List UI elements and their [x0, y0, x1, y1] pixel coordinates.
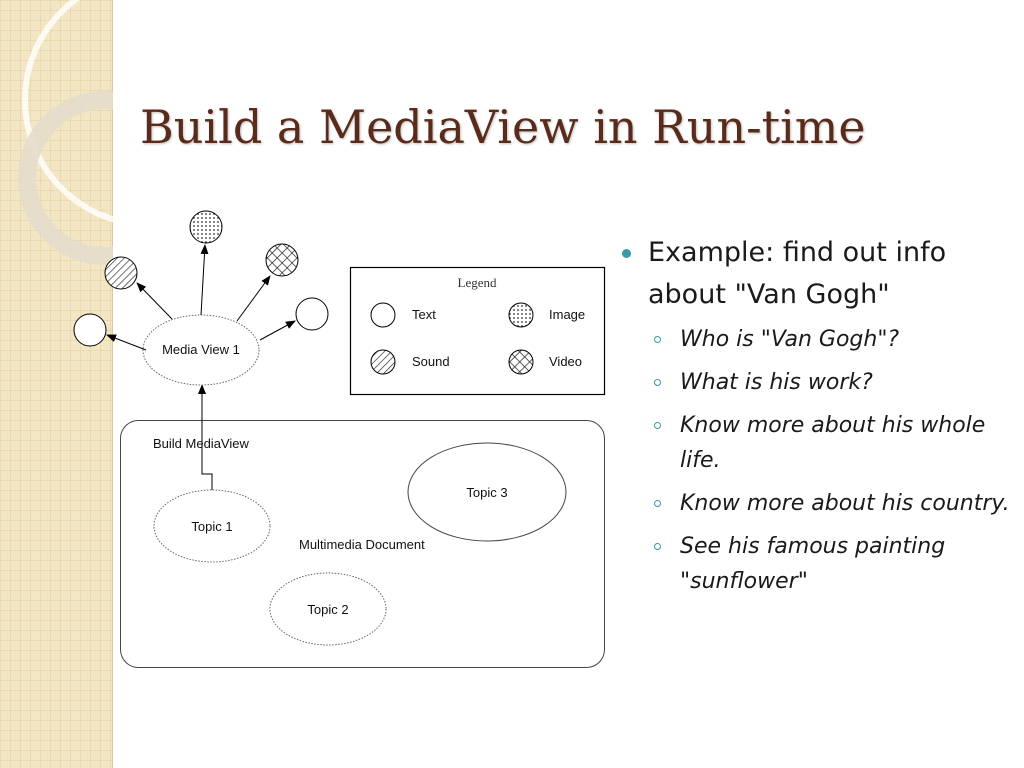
- multimedia-document-box: [120, 420, 605, 668]
- legend-sound-symbol: [370, 349, 396, 375]
- topic-1-node: [153, 489, 271, 563]
- sub-bullet-circle-icon: [654, 422, 661, 429]
- legend-box: [349, 266, 606, 396]
- topic-3-label: Topic 3: [466, 485, 507, 500]
- sub-bullet-list: Who is "Van Gogh"? What is his work? Kno…: [620, 322, 1015, 599]
- bullet-list: Example: find out info about "Van Gogh" …: [620, 232, 1015, 607]
- topic-2-node: [269, 572, 387, 646]
- main-bullet: Example: find out info about "Van Gogh": [620, 232, 1015, 316]
- multimedia-document-label: Multimedia Document: [299, 537, 425, 552]
- sub-bullet: Know more about his whole life.: [620, 408, 1015, 478]
- video-media-node: [265, 243, 299, 277]
- sound-media-node: [104, 256, 138, 290]
- sub-bullet-text: Know more about his country.: [680, 491, 1010, 516]
- sub-bullet: See his famous painting "sunflower": [620, 529, 1015, 599]
- arrow-to-video: [236, 275, 271, 322]
- legend-image-label: Image: [549, 307, 585, 322]
- legend-sound-label: Sound: [412, 354, 450, 369]
- image-media-node: [189, 210, 223, 244]
- legend-text-symbol: [370, 302, 396, 328]
- arrow-to-text: [106, 334, 147, 351]
- sub-bullet-circle-icon: [654, 543, 661, 550]
- sub-bullet-circle-icon: [654, 379, 661, 386]
- sub-bullet-text: What is his work?: [680, 370, 873, 395]
- legend-video-label: Video: [549, 354, 582, 369]
- media-view-label: Media View 1: [162, 342, 240, 357]
- text-media-node: [73, 313, 107, 347]
- build-mediaview-label: Build MediaView: [153, 436, 249, 451]
- arrow-to-image: [200, 244, 209, 316]
- sub-bullet-text: Who is "Van Gogh"?: [680, 327, 900, 352]
- bullet-dot-icon: [622, 249, 631, 258]
- sub-bullet: What is his work?: [620, 365, 1015, 400]
- legend-title: Legend: [458, 275, 497, 290]
- arrow-to-sound: [136, 282, 173, 320]
- main-bullet-text: Example: find out info about "Van Gogh": [648, 237, 947, 310]
- topic-2-label: Topic 2: [307, 602, 348, 617]
- sub-bullet-text: Know more about his whole life.: [680, 413, 986, 473]
- legend-text-label: Text: [412, 307, 436, 322]
- sub-bullet-circle-icon: [654, 336, 661, 343]
- arrow-to-text-2: [259, 320, 296, 341]
- slide-title: Build a MediaView in Run-time: [140, 100, 866, 154]
- sub-bullet-text: See his famous painting "sunflower": [680, 534, 946, 594]
- sub-bullet: Who is "Van Gogh"?: [620, 322, 1015, 357]
- build-connector: [198, 384, 213, 490]
- topic-1-label: Topic 1: [191, 519, 232, 534]
- sub-bullet: Know more about his country.: [620, 486, 1015, 521]
- text-media-node-2: [295, 297, 329, 331]
- legend-image-symbol: [508, 302, 534, 328]
- sub-bullet-circle-icon: [654, 500, 661, 507]
- topic-3-node: [407, 442, 567, 542]
- decorative-sidebar: [0, 0, 113, 768]
- legend-video-symbol: [508, 349, 534, 375]
